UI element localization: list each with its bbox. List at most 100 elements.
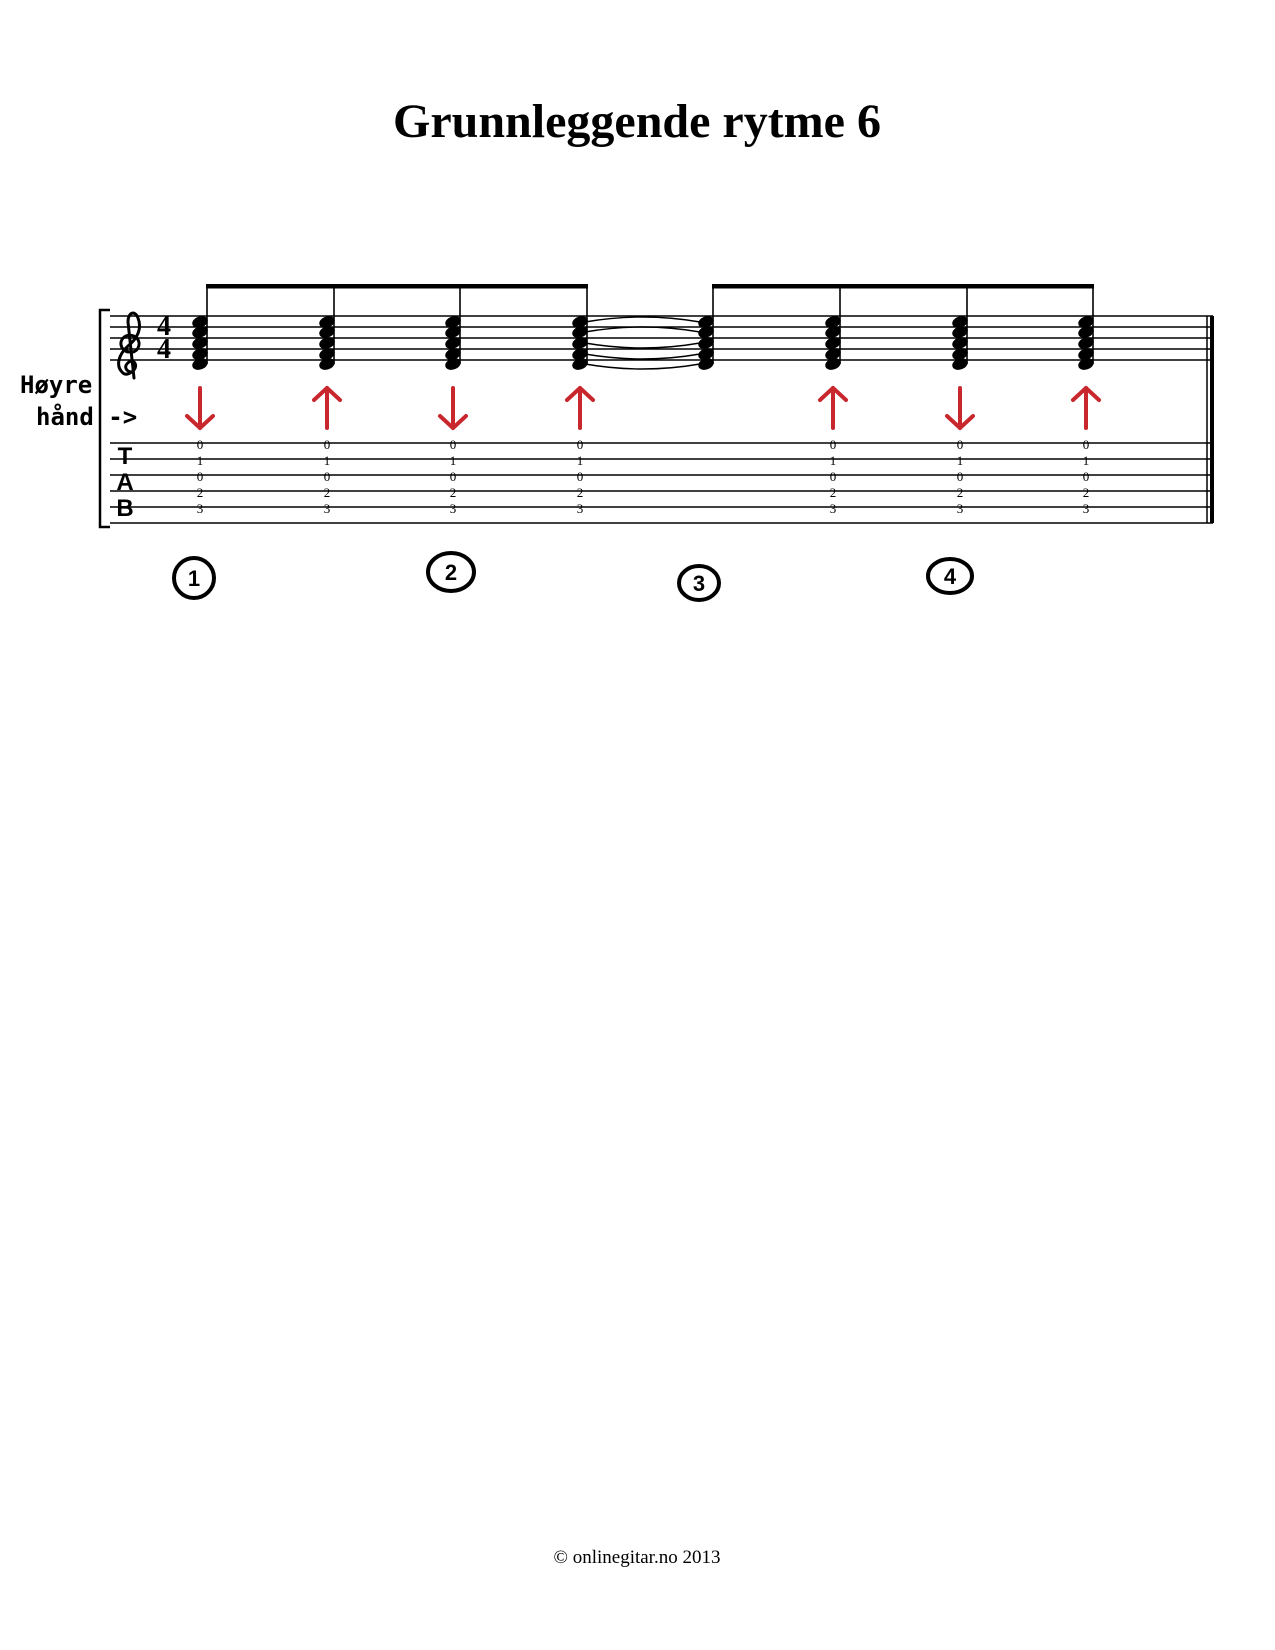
tab-fret-7-4: 2 — [957, 485, 964, 500]
note-head-2-2 — [319, 326, 335, 338]
note-head-2-1 — [319, 316, 335, 328]
note-head-5-4 — [698, 348, 714, 360]
tab-fret-6-3: 0 — [830, 469, 837, 484]
note-head-8-2 — [1078, 326, 1094, 338]
beat-count-2: 2 — [426, 551, 476, 593]
standard-staff — [110, 315, 1213, 361]
note-head-5-1 — [698, 316, 714, 328]
tab-fret-6-1: 0 — [830, 437, 837, 452]
note-head-4-5 — [572, 358, 588, 370]
note-head-5-2 — [698, 326, 714, 338]
strum-down-arrow-icon-3 — [438, 386, 468, 430]
beat-count-1: 1 — [172, 556, 216, 600]
tab-staff — [110, 442, 1213, 524]
note-head-1-3 — [192, 337, 208, 349]
tab-fret-3-3: 0 — [450, 469, 457, 484]
tab-fret-6-4: 2 — [830, 485, 837, 500]
note-head-4-1 — [572, 316, 588, 328]
tie-1 — [584, 316, 701, 323]
hand-label-line2: hånd -> — [36, 402, 137, 431]
tab-fret-8-1: 0 — [1083, 437, 1090, 452]
note-head-1-2 — [192, 326, 208, 338]
final-barline — [1206, 316, 1214, 523]
note-head-6-1 — [825, 316, 841, 328]
tab-label-b: B — [116, 495, 133, 522]
note-head-7-4 — [952, 348, 968, 360]
note-head-4-2 — [572, 326, 588, 338]
note-head-1-4 — [192, 348, 208, 360]
tab-fret-8-2: 1 — [1083, 453, 1090, 468]
note-head-8-1 — [1078, 316, 1094, 328]
note-head-5-5 — [698, 358, 714, 370]
tab-fret-2-4: 2 — [324, 485, 331, 500]
strum-up-arrow-icon-8 — [1071, 386, 1101, 430]
beam-2 — [712, 284, 1094, 289]
copyright-footer: © onlinegitar.no 2013 — [554, 1547, 721, 1568]
tie-2 — [584, 326, 701, 333]
tab-fret-3-4: 2 — [450, 485, 457, 500]
tab-fret-7-2: 1 — [957, 453, 964, 468]
tab-fret-7-1: 0 — [957, 437, 964, 452]
system-bracket — [98, 308, 110, 529]
time-signature-top: 4 — [157, 311, 171, 342]
strum-up-arrow-icon-2 — [312, 386, 342, 430]
note-head-4-4 — [572, 348, 588, 360]
beat-count-2-label: 2 — [445, 560, 457, 585]
note-head-7-1 — [952, 316, 968, 328]
tie-5 — [584, 363, 701, 370]
tab-fret-3-2: 1 — [450, 453, 457, 468]
note-head-4-3 — [572, 337, 588, 349]
tab-label-t: T — [118, 443, 133, 470]
tie-4 — [584, 353, 701, 360]
tab-fret-4-3: 0 — [577, 469, 584, 484]
tab-fret-8-5: 3 — [1083, 501, 1090, 516]
tab-fret-3-1: 0 — [450, 437, 457, 452]
note-head-5-3 — [698, 337, 714, 349]
beat-counts: 1 2 3 4 — [172, 551, 974, 602]
note-head-2-3 — [319, 337, 335, 349]
note-head-8-3 — [1078, 337, 1094, 349]
page-title: Grunnleggende rytme 6 — [393, 95, 881, 148]
note-head-6-2 — [825, 326, 841, 338]
note-head-6-3 — [825, 337, 841, 349]
tab-fret-4-5: 3 — [577, 501, 584, 516]
tab-fret-6-5: 3 — [830, 501, 837, 516]
note-head-2-5 — [319, 358, 335, 370]
tab-fret-4-2: 1 — [577, 453, 584, 468]
tab-fret-7-5: 3 — [957, 501, 964, 516]
tab-fret-1-3: 0 — [197, 469, 204, 484]
tab-label-a: A — [116, 469, 133, 496]
beat-count-3-label: 3 — [693, 571, 705, 596]
note-head-3-4 — [445, 348, 461, 360]
tab-fret-3-5: 3 — [450, 501, 457, 516]
tab-fret-2-3: 0 — [324, 469, 331, 484]
tab-fret-6-2: 1 — [830, 453, 837, 468]
beam-1 — [206, 284, 588, 289]
note-head-7-5 — [952, 358, 968, 370]
tab-fret-2-5: 3 — [324, 501, 331, 516]
tab-fret-7-3: 0 — [957, 469, 964, 484]
beat-count-4: 4 — [926, 557, 974, 595]
tab-fret-4-4: 2 — [577, 485, 584, 500]
note-head-1-5 — [192, 358, 208, 370]
note-head-7-2 — [952, 326, 968, 338]
tab-fret-2-1: 0 — [324, 437, 331, 452]
note-head-8-4 — [1078, 348, 1094, 360]
note-head-6-5 — [825, 358, 841, 370]
tab-fret-8-4: 2 — [1083, 485, 1090, 500]
beat-count-4-label: 4 — [944, 564, 957, 589]
tab-fret-8-3: 0 — [1083, 469, 1090, 484]
strum-down-arrow-icon-1 — [185, 386, 215, 430]
beat-count-3: 3 — [677, 564, 721, 602]
note-head-3-5 — [445, 358, 461, 370]
note-head-1-1 — [192, 316, 208, 328]
note-head-7-3 — [952, 337, 968, 349]
tie-3 — [584, 342, 701, 349]
note-head-8-5 — [1078, 358, 1094, 370]
hand-label-line1: Høyre — [20, 371, 92, 399]
tab-fret-2-2: 1 — [324, 453, 331, 468]
note-head-2-4 — [319, 348, 335, 360]
tab-fret-4-1: 0 — [577, 437, 584, 452]
